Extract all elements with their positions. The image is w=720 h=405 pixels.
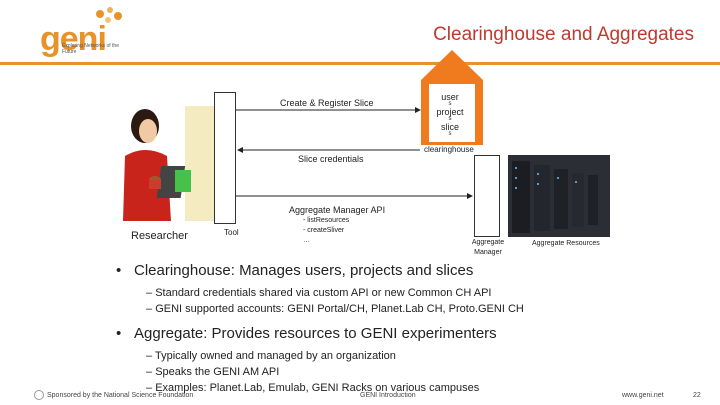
sub-bullet-text: Examples: Planet.Lab, Emulab, GENI Racks… [155,382,480,394]
house-line: s [448,116,452,122]
sub-bullet: – Typically owned and managed by an orga… [146,350,396,362]
logo-text: geni [40,20,107,58]
footer-center: GENI Introduction [360,392,416,399]
page-number: 22 [693,392,701,399]
sub-bullet: – Standard credentials shared via custom… [146,287,492,299]
sub-bullet-text: Speaks the GENI AM API [155,366,280,378]
bullet-list: •Clearinghouse: Manages users, projects … [116,262,706,396]
clearinghouse-house-icon [421,50,483,145]
bullet-text: Clearinghouse: Manages users, projects a… [134,262,474,279]
nsf-seal-icon [34,390,44,400]
sub-bullet-text: GENI supported accounts: GENI Portal/CH,… [155,303,524,315]
server-racks-image [508,155,610,237]
house-line: project [436,107,464,117]
house-line: user [441,92,459,102]
bullet-item: •Clearinghouse: Manages users, projects … [116,262,474,279]
page-title: Clearinghouse and Aggregates [433,24,694,45]
logo-tagline: Exploring Networks of the Future [62,43,119,55]
researcher-illustration [115,96,215,226]
footer-sponsor: Sponsored by the National Science Founda… [47,392,194,399]
aggregate-api-label: Aggregate Manager API [289,205,386,215]
tool-label: Tool [224,228,239,237]
clearinghouse-label: clearinghouse [424,145,474,154]
sub-bullet: – Speaks the GENI AM API [146,366,280,378]
aggregate-manager-label: Aggregate Manager [471,239,505,256]
create-register-label: Create & Register Slice [280,98,374,108]
api-call: - listResources [303,217,350,224]
researcher-label: Researcher [131,230,188,242]
house-line: s [448,131,452,137]
footer-url: www.geni.net [622,392,664,399]
bullet-item: •Aggregate: Provides resources to GENI e… [116,325,497,342]
title-divider [0,62,720,65]
sub-bullet: – Examples: Planet.Lab, Emulab, GENI Rac… [146,382,480,394]
aggregate-resources-label: Aggregate Resources [532,240,600,247]
diagram-arrows [236,107,473,199]
api-call: … [303,237,310,244]
aggregate-manager-box [474,155,500,237]
slice-credentials-label: Slice credentials [298,154,364,164]
api-call: - createSliver [303,227,345,234]
house-line: s [448,101,452,107]
logo-swirl-icon [96,7,122,23]
api-call-list: - listResources - createSliver … [303,216,349,246]
clearinghouse-contents: user s project s slice s [430,92,470,137]
sub-bullet-text: Standard credentials shared via custom A… [155,287,492,299]
house-line: slice [440,122,459,132]
bullet-text: Aggregate: Provides resources to GENI ex… [134,325,497,342]
tool-box [214,92,236,224]
sub-bullet: – GENI supported accounts: GENI Portal/C… [146,303,524,315]
sub-bullet-text: Typically owned and managed by an organi… [154,350,396,362]
